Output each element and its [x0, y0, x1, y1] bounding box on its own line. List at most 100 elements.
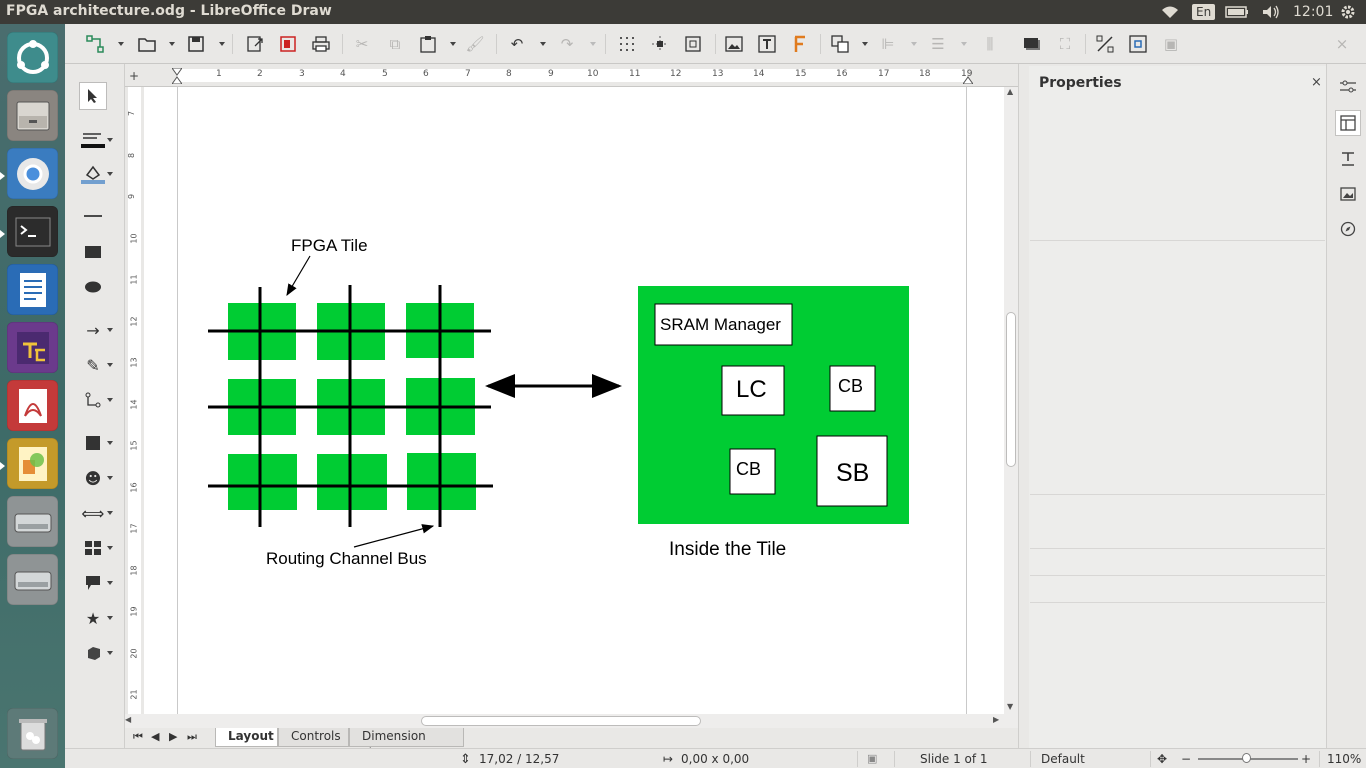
scroll-down-icon[interactable]: ▼	[1007, 702, 1014, 711]
sidebar-menu-icon[interactable]	[1335, 74, 1361, 100]
routing-bus-pointer[interactable]	[353, 524, 435, 548]
settings-gear-icon[interactable]	[1340, 0, 1356, 24]
vertical-scrollbar[interactable]: ▲ ▼	[1004, 87, 1018, 714]
fit-slide-icon[interactable]: ✥	[1157, 752, 1168, 766]
harddisk-icon[interactable]	[7, 554, 58, 605]
previous-page-icon[interactable]: ◀	[151, 730, 160, 743]
clone-formatting-icon[interactable]: 🖌	[465, 35, 485, 53]
ubuntu-logo-icon[interactable]	[7, 32, 58, 83]
cb-box-top[interactable]	[829, 365, 876, 412]
last-page-icon[interactable]: ⏭	[187, 730, 197, 743]
horizontal-scroll-thumb[interactable]	[421, 716, 701, 726]
horizontal-scrollbar[interactable]: ◀ ▶	[125, 714, 1018, 728]
save-icon[interactable]	[184, 32, 208, 56]
pdf-icon[interactable]	[7, 380, 58, 431]
document-modified-icon[interactable]: ▣	[867, 752, 878, 765]
vertical-scroll-thumb[interactable]	[1006, 312, 1016, 467]
export-pdf-icon[interactable]	[276, 32, 300, 56]
sram-manager-box[interactable]	[654, 303, 793, 346]
zoom-out-icon[interactable]: −	[1181, 752, 1192, 766]
clock[interactable]: 12:01	[1293, 4, 1334, 20]
tab-layout[interactable]: Layout	[215, 728, 278, 747]
flowchart-icon[interactable]	[79, 534, 107, 562]
star-icon[interactable]: ★	[85, 608, 101, 628]
fpga-tile[interactable]	[228, 454, 297, 510]
right-indent-marker-icon[interactable]	[962, 68, 974, 88]
curve-tool-icon[interactable]	[83, 32, 107, 56]
copy-icon[interactable]: ⧉	[389, 35, 401, 53]
chromium-icon[interactable]	[7, 148, 58, 199]
zoom-pan-icon[interactable]	[681, 32, 705, 56]
scroll-up-icon[interactable]: ▲	[1007, 87, 1014, 96]
vertical-ruler[interactable]: 7 8 9 10 11 12 13 14 15 16 17 18 19 20 2…	[125, 87, 144, 714]
drawer-icon[interactable]	[7, 90, 58, 141]
gallery-icon[interactable]	[1335, 181, 1361, 207]
insert-textbox-icon[interactable]	[755, 32, 779, 56]
crop-icon[interactable]: ⛶	[1059, 35, 1071, 53]
sram-manager-text[interactable]: SRAM Manager	[660, 315, 781, 334]
curve-icon[interactable]: ✎	[86, 355, 100, 375]
open-folder-icon[interactable]	[135, 32, 159, 56]
trash-icon[interactable]	[7, 708, 58, 759]
first-page-icon[interactable]: ⏮	[133, 730, 143, 743]
line-icon[interactable]	[79, 202, 107, 230]
sb-box[interactable]	[816, 435, 888, 507]
grid-icon[interactable]	[615, 32, 639, 56]
export-icon[interactable]	[243, 32, 267, 56]
scroll-right-icon[interactable]: ▶	[993, 715, 1000, 724]
scroll-left-icon[interactable]: ◀	[125, 715, 132, 724]
keyboard-language[interactable]: En	[1192, 4, 1216, 20]
toggle-extrusion-icon[interactable]: ▣	[1163, 35, 1179, 53]
print-icon[interactable]	[309, 32, 333, 56]
line-color-icon[interactable]	[79, 126, 107, 154]
shadow-icon[interactable]	[1020, 32, 1044, 56]
horizontal-ruler[interactable]: + 1 2 3 4 5 6 7 8 9 10 11 12 13 14 15 16…	[125, 64, 1018, 87]
fill-color-icon[interactable]	[79, 160, 107, 188]
fpga-diagram[interactable]	[144, 87, 1004, 714]
points-icon[interactable]	[1093, 32, 1117, 56]
close-document-icon[interactable]: ×	[1335, 35, 1349, 53]
wifi-icon[interactable]	[1160, 0, 1180, 24]
smiley-icon[interactable]: ☻	[84, 468, 102, 488]
cb-bottom-text[interactable]: CB	[736, 459, 762, 479]
inside-tile-label[interactable]: Inside the Tile	[669, 539, 787, 560]
writer-icon[interactable]	[7, 264, 58, 315]
fpga-tile-label[interactable]: FPGA Tile	[291, 236, 368, 255]
insert-image-icon[interactable]	[722, 32, 746, 56]
fontwork-icon[interactable]	[788, 32, 812, 56]
navigator-icon[interactable]	[1335, 216, 1361, 242]
next-page-icon[interactable]: ▶	[169, 730, 178, 743]
drawing-canvas[interactable]: FPGA Tile Routing Channel Bus Inside the…	[144, 87, 1004, 714]
rectangle-icon[interactable]	[79, 238, 107, 266]
terminal-icon[interactable]	[7, 206, 58, 257]
glue-points-icon[interactable]	[1126, 32, 1150, 56]
lc-box[interactable]	[721, 365, 785, 416]
distribute-icon[interactable]: ⫼	[986, 35, 994, 53]
connector-icon[interactable]	[79, 386, 107, 414]
tex-icon[interactable]	[7, 322, 58, 373]
lc-text[interactable]: LC	[736, 376, 767, 403]
callout-icon[interactable]	[79, 569, 107, 597]
sidebar-close-icon[interactable]: ×	[1311, 75, 1322, 90]
undo-icon[interactable]: ↶	[510, 35, 524, 53]
ellipse-icon[interactable]	[79, 273, 107, 301]
zoom-in-icon[interactable]: +	[1301, 752, 1312, 766]
select-arrow-icon[interactable]	[79, 82, 107, 110]
sb-text[interactable]: SB	[836, 459, 870, 487]
basic-shapes-icon[interactable]	[79, 429, 107, 457]
fpga-tile[interactable]	[317, 454, 387, 510]
draw-icon[interactable]	[7, 438, 58, 489]
cb-top-text[interactable]: CB	[838, 376, 864, 396]
tab-dimension-lines[interactable]: Dimension Lines	[349, 728, 464, 760]
redo-icon[interactable]: ↷	[560, 35, 574, 53]
align-icon[interactable]: ⊫	[881, 35, 895, 53]
line-arrow-icon[interactable]: →	[86, 320, 100, 340]
routing-channel-label[interactable]: Routing Channel Bus	[266, 549, 427, 568]
properties-icon[interactable]	[1335, 110, 1361, 136]
helplines-icon[interactable]	[648, 32, 672, 56]
zoom-level[interactable]: 110%	[1327, 752, 1362, 766]
paste-icon[interactable]	[416, 32, 440, 56]
cb-box-bottom[interactable]	[729, 448, 776, 495]
harddisk-icon[interactable]	[7, 496, 58, 547]
fpga-tile-pointer[interactable]	[286, 255, 311, 297]
